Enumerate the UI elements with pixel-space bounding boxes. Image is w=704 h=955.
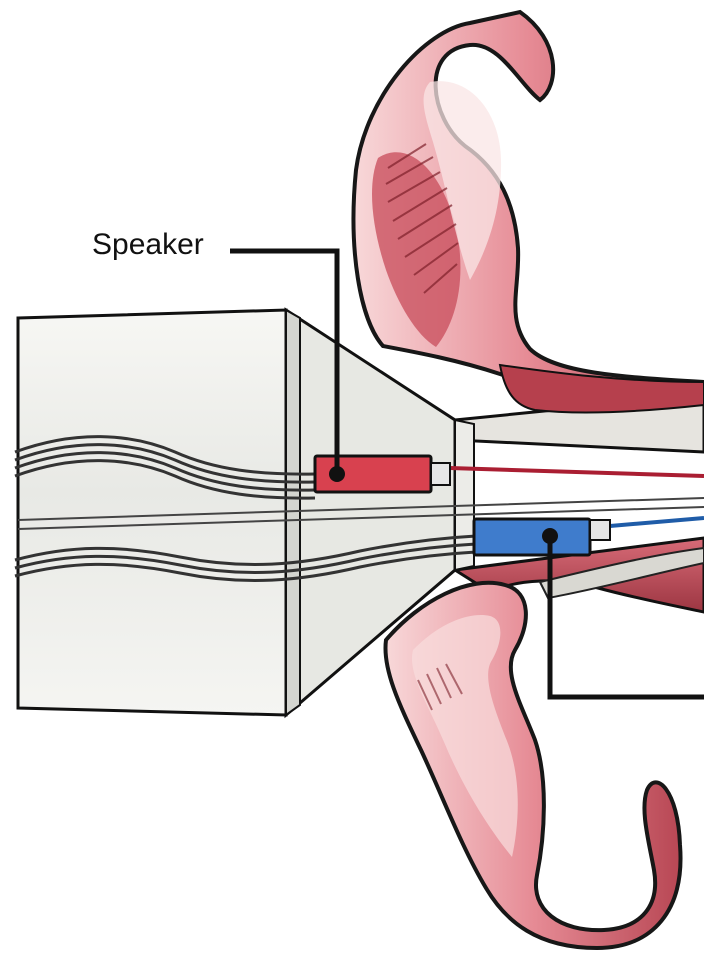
upper-ear-tissue [354,12,704,422]
microphone-tube [610,518,704,526]
probe-tip-shade [286,310,300,715]
microphone-nozzle [590,520,610,540]
lower-ear-tissue [385,583,680,948]
ear-canal [455,365,704,612]
probe-tip-front [455,420,474,570]
microphone-body [474,519,590,555]
speaker-nozzle [431,463,450,485]
speaker-tube [450,468,704,476]
speaker-label: Speaker [92,228,204,261]
microphone-component [474,519,610,555]
